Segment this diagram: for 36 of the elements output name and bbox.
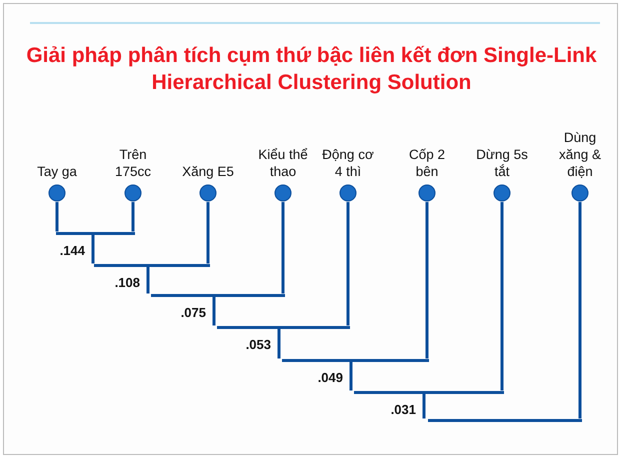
merge-value: .108 [114, 275, 140, 290]
merge-value: .075 [180, 305, 206, 320]
dendrogram-line [350, 362, 352, 390]
merge-bar [216, 326, 350, 328]
dendrogram-line [282, 202, 284, 294]
merge-value: .031 [390, 402, 416, 417]
dendrogram-line [500, 202, 504, 390]
title: Giải pháp phân tích cụm thứ bậc liên kết đơn Single-Link Hierarchical Clustering Solution [25, 43, 598, 96]
leaf-label: Dùng xăng & điện [558, 129, 602, 180]
dendrogram-line [56, 202, 58, 232]
leaf-label: Xăng E5 [182, 163, 234, 180]
dendrogram-line [212, 296, 216, 326]
leaf-label: Tay ga [37, 163, 77, 180]
merge-bar [150, 294, 284, 296]
merge-bar [56, 232, 134, 234]
dendrogram-line [146, 266, 150, 294]
leaf-label: Cốp 2 bên [408, 146, 446, 180]
dendrogram-line [346, 202, 350, 326]
dendrogram-line [206, 202, 210, 264]
leaf-label: Động cơ 4 thì [321, 146, 375, 180]
dendrogram-line [278, 328, 280, 358]
leaf-label: Dừng 5s tắt [475, 146, 529, 180]
dendrogram-line [422, 394, 426, 418]
dendrogram-line [132, 202, 134, 232]
dendrogram-line [578, 202, 582, 418]
merge-value: .144 [60, 243, 85, 258]
merge-bar [282, 358, 428, 362]
dendrogram-line [92, 234, 94, 264]
merge-value: .049 [318, 370, 343, 385]
merge-value: .053 [246, 337, 271, 352]
leaf-label: Trên 175cc [114, 146, 152, 180]
merge-bar [354, 390, 504, 394]
dendrogram-line [426, 202, 428, 358]
merge-bar [94, 264, 210, 266]
leaf-label: Kiểu thể thao [257, 146, 309, 180]
merge-bar [428, 418, 582, 422]
